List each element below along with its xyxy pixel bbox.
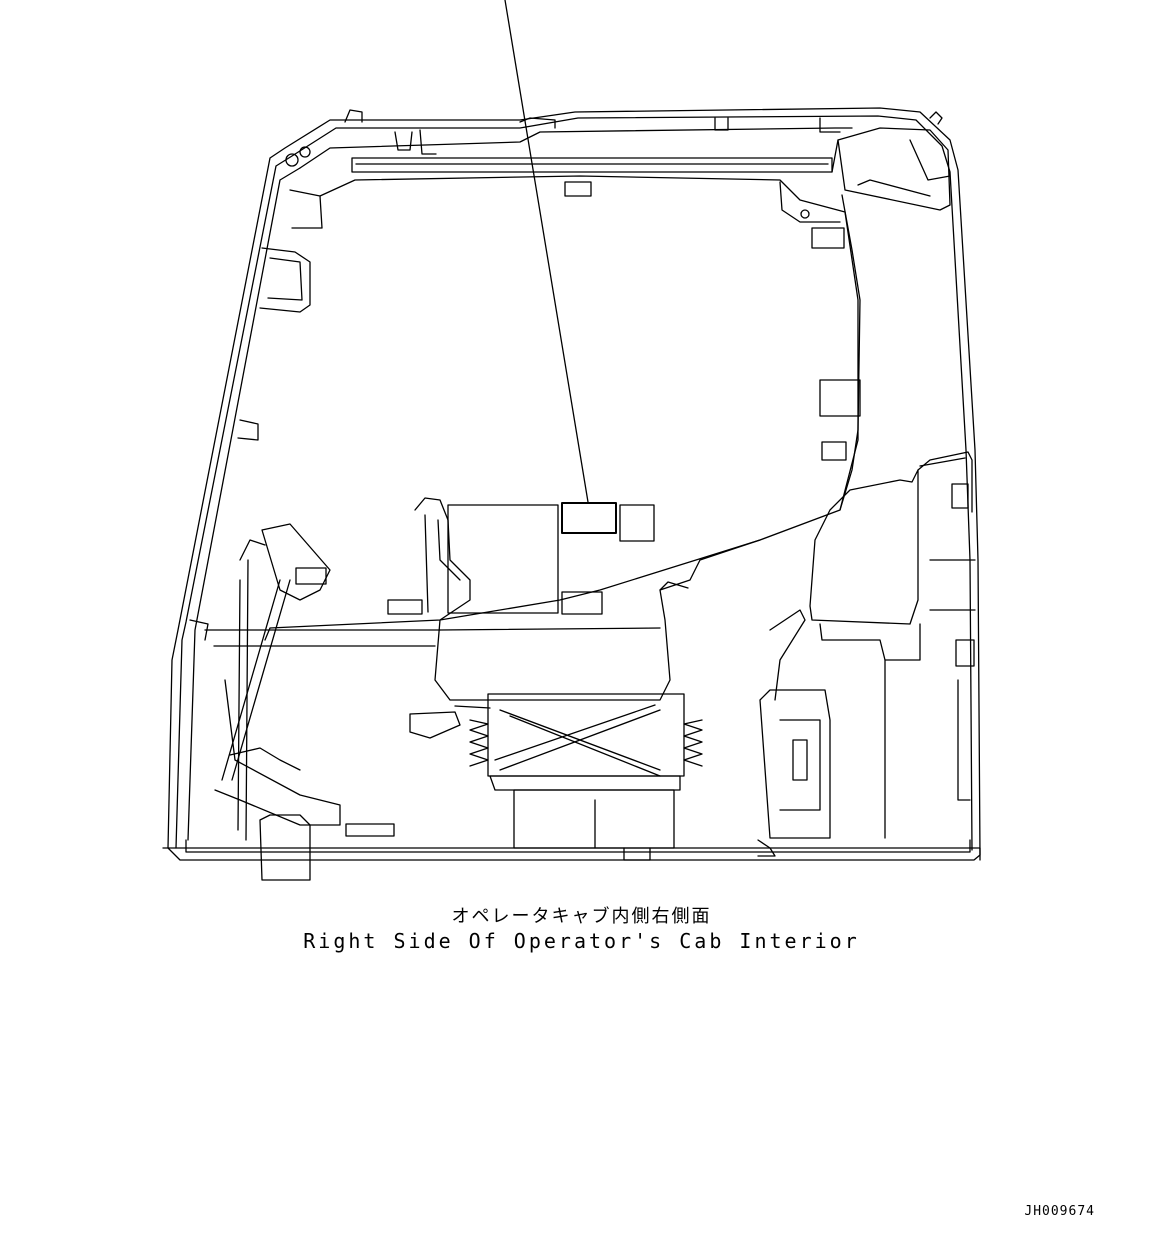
cab-outer-frame [162, 107, 981, 861]
seat-suspension [409, 693, 703, 849]
door-frame [189, 189, 323, 841]
leader-line [504, 0, 589, 503]
operator-seat [387, 497, 761, 701]
decal-position [561, 502, 617, 534]
roof-rail [285, 109, 943, 173]
floor-area [204, 523, 651, 881]
side-window-outline [264, 175, 859, 641]
rear-pillar [564, 127, 951, 511]
caption-english: Right Side Of Operator's Cab Interior [303, 929, 860, 953]
caption-japanese: オペレータキャブ内側右側面 [451, 906, 712, 927]
document-id: JH009674 [1024, 1204, 1095, 1219]
right-console [757, 451, 976, 857]
